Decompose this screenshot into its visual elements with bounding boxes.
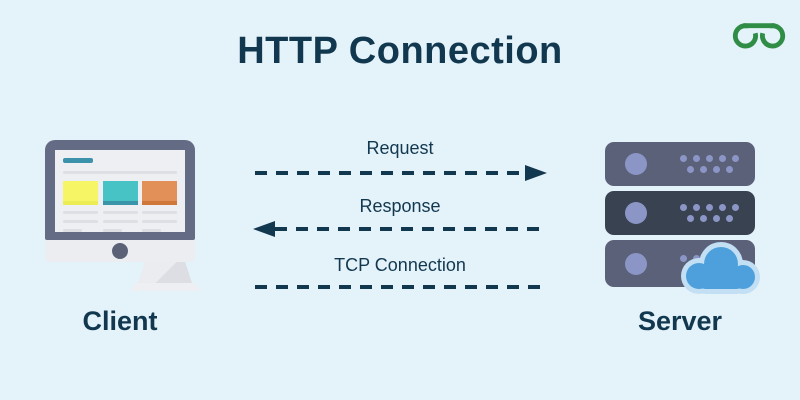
text-line xyxy=(63,220,98,223)
screen-cards xyxy=(63,181,177,232)
text-line xyxy=(102,220,138,223)
text-line xyxy=(102,211,138,214)
tcp-connection-label: TCP Connection xyxy=(334,255,466,275)
client-label: Client xyxy=(82,306,158,336)
server-illustration xyxy=(605,142,760,294)
monitor-frame-icon xyxy=(45,140,195,240)
yellow-card xyxy=(63,181,98,205)
server-unit xyxy=(605,142,755,186)
server-port-circle xyxy=(625,252,647,275)
text-line xyxy=(142,220,177,223)
text-line xyxy=(63,229,83,232)
page-title: HTTP Connection xyxy=(237,30,563,72)
teal-card xyxy=(102,181,138,205)
text-line xyxy=(102,229,122,232)
text-line xyxy=(142,211,177,214)
server-port-circle xyxy=(625,153,647,175)
cloud-icon xyxy=(681,242,760,294)
screen-column xyxy=(63,181,98,232)
monitor-stand xyxy=(137,262,193,286)
orange-card xyxy=(142,181,177,205)
tcp-connection-line xyxy=(255,285,541,289)
monitor-screen xyxy=(55,150,185,232)
server-label: Server xyxy=(637,306,723,336)
client-illustration xyxy=(45,140,200,291)
led-dots xyxy=(680,204,739,222)
screen-divider xyxy=(63,171,177,174)
led-dots xyxy=(680,155,739,173)
response-label: Response xyxy=(359,196,441,216)
geeksforgeeks-logo-icon xyxy=(732,23,786,49)
response-arrow xyxy=(253,221,547,237)
monitor-button xyxy=(112,243,128,259)
request-arrow xyxy=(255,165,547,181)
server-unit xyxy=(605,191,755,235)
text-line xyxy=(142,229,162,232)
screen-header-bar xyxy=(63,158,93,163)
screen-column xyxy=(142,181,177,232)
server-port-circle xyxy=(625,202,647,224)
monitor-base xyxy=(130,283,200,291)
request-label: Request xyxy=(366,138,434,158)
screen-column xyxy=(102,181,138,232)
text-line xyxy=(63,211,98,214)
